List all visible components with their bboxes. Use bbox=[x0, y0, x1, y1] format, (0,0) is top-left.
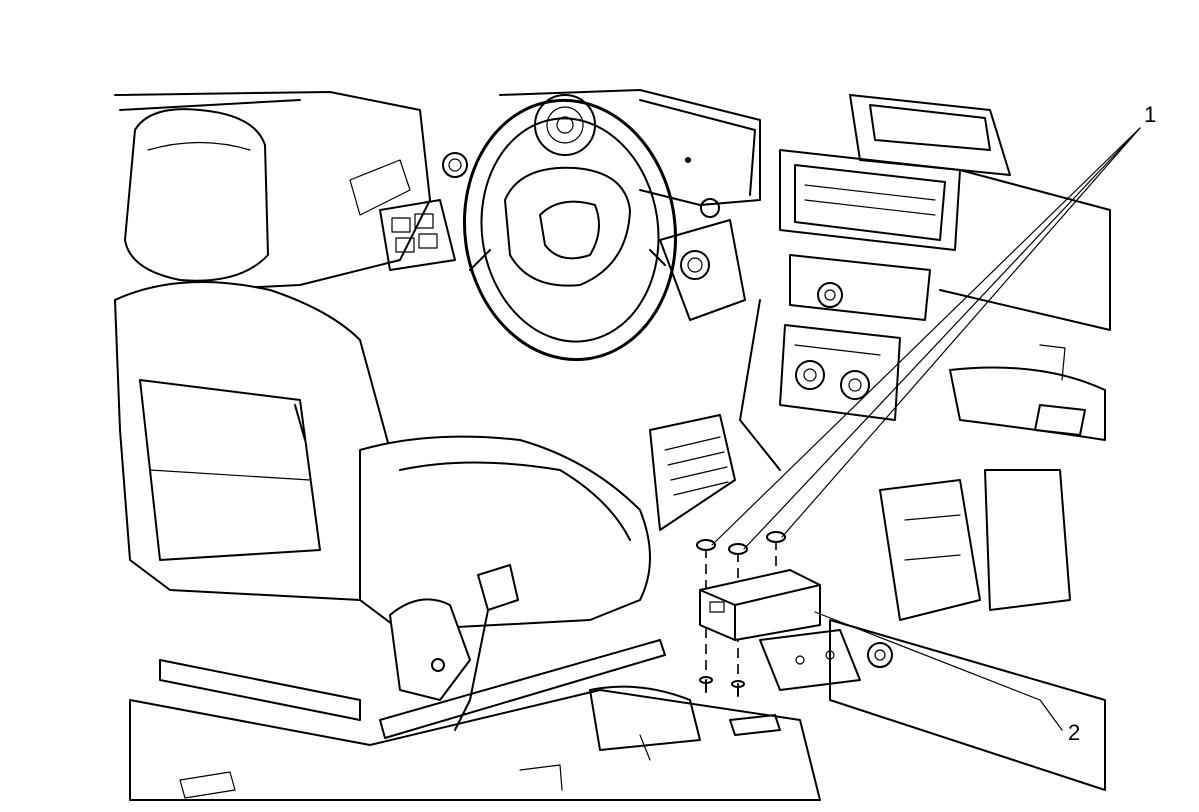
callout-1-leaders bbox=[711, 127, 1141, 550]
control-module-assembly bbox=[696, 531, 861, 697]
passenger-floor-bracket bbox=[829, 469, 1106, 791]
steering-wheel bbox=[462, 98, 678, 362]
steering-column bbox=[659, 198, 746, 321]
callout-2-leader bbox=[814, 611, 1063, 731]
passenger-dashboard bbox=[939, 169, 1111, 441]
callout-label-2: 2 bbox=[1068, 720, 1080, 745]
floor-tunnel bbox=[129, 685, 821, 801]
instrument-cluster bbox=[499, 89, 761, 206]
floor-vent-grille bbox=[649, 414, 736, 531]
callout-label-1: 1 bbox=[1144, 102, 1156, 127]
center-console-stack bbox=[739, 94, 1011, 471]
driver-seat bbox=[114, 108, 666, 739]
